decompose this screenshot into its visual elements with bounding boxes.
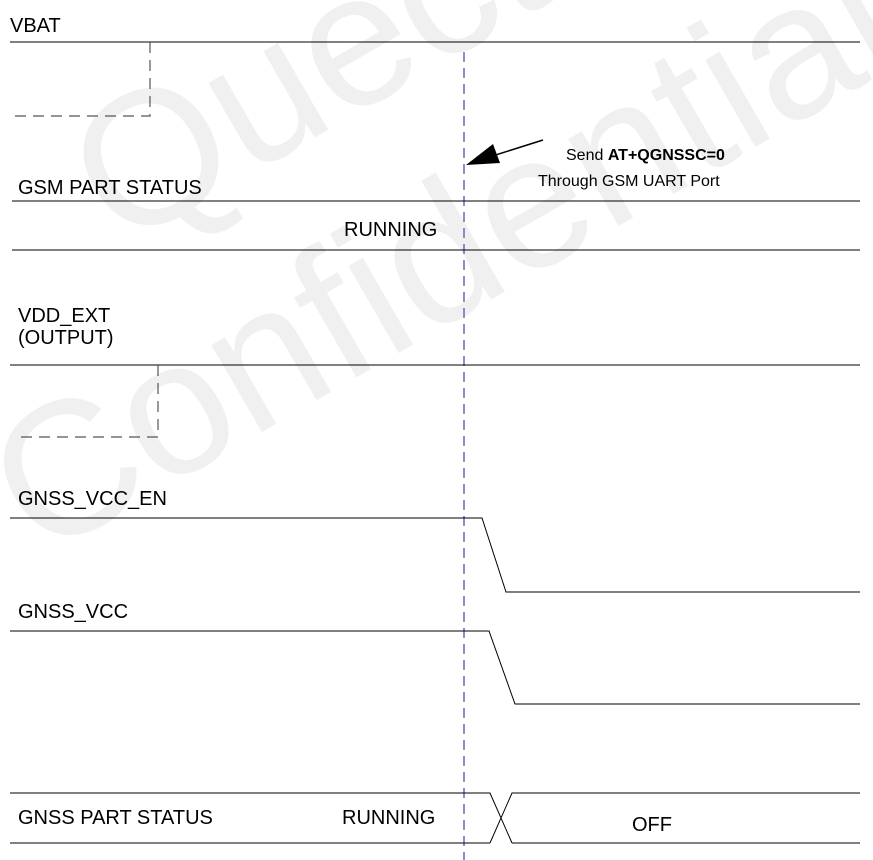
at-command: AT+QGNSSC=0 — [608, 147, 725, 164]
vbat-label: VBAT — [10, 15, 61, 37]
command-arrow — [466, 139, 544, 165]
gsm-part-status-label: GSM PART STATUS — [18, 177, 202, 199]
gnss-part-status-label: GNSS PART STATUS — [18, 807, 213, 829]
gnss-vcc-waveform — [10, 630, 860, 705]
gnss-running-label: RUNNING — [342, 807, 435, 829]
gnss-status-top-line — [10, 792, 860, 844]
gnss-vcc-label: GNSS_VCC — [18, 601, 128, 623]
vdd-ext-output-label: (OUTPUT) — [18, 327, 114, 349]
send-prefix: Send — [566, 147, 608, 164]
vdd-ext-label: VDD_EXT — [18, 305, 110, 327]
vdd-ext-dashed-transition — [18, 365, 159, 438]
gnss-vcc-en-label: GNSS_VCC_EN — [18, 488, 167, 510]
gnss-off-label: OFF — [632, 814, 672, 836]
gnss-vcc-en-waveform — [10, 517, 860, 593]
command-annotation: Send AT+QGNSSC=0 — [566, 147, 725, 164]
gsm-running-label: RUNNING — [344, 219, 437, 241]
vbat-dashed-transition — [10, 42, 151, 117]
through-gsm-uart-text: Through GSM UART Port — [538, 173, 720, 190]
